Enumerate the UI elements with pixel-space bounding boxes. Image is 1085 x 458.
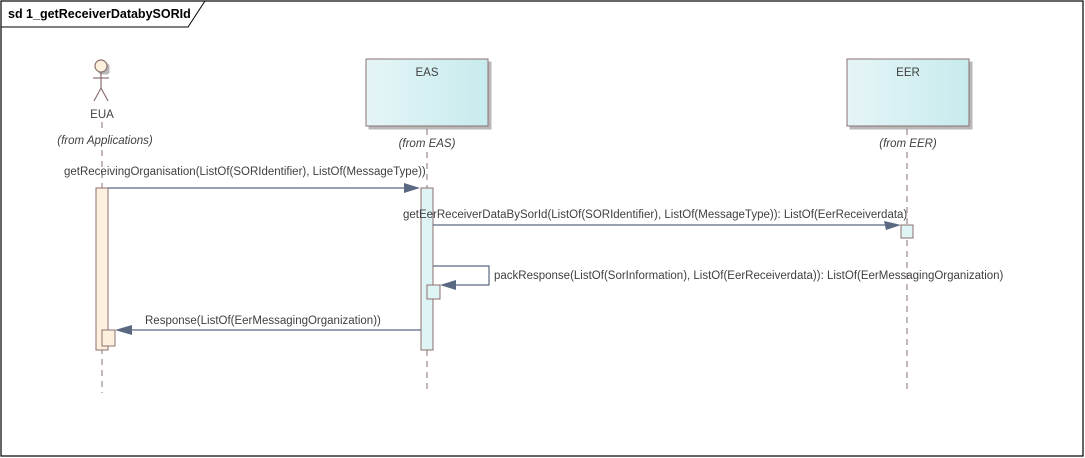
message-get-receiving-organisation[interactable]: getReceivingOrganisation(ListOf(SORIdent…: [64, 166, 426, 193]
frame-label: sd 1_getReceiverDatabySORId: [8, 7, 191, 21]
lifeline-eas[interactable]: EAS (from EAS): [365, 58, 489, 393]
message-get-eer-receiver-data[interactable]: getEerReceiverDataBySorId(ListOf(SORIden…: [403, 209, 907, 230]
lifeline-name: EER: [896, 67, 920, 79]
activation-bar-eas-nested[interactable]: [426, 284, 441, 300]
lifeline-eua[interactable]: EUA (from Applications): [57, 59, 153, 393]
component-box: [846, 58, 970, 127]
frame-label-tab: [1, 0, 206, 28]
message-pack-response[interactable]: packResponse(ListOf(SorInformation), Lis…: [433, 265, 1004, 290]
message-label: getReceivingOrganisation(ListOf(SORIdent…: [64, 166, 426, 178]
arrowhead-icon: [884, 221, 901, 230]
component-box: [365, 58, 489, 127]
lifeline-name: EUA: [90, 109, 114, 121]
message-label: Response(ListOf(EerMessagingOrganization…: [145, 315, 381, 327]
message-line: [433, 265, 490, 286]
lifeline-origin: (from Applications): [57, 135, 153, 147]
activation-bar-eua-nested[interactable]: [101, 329, 116, 347]
activation-bar-eua[interactable]: [95, 187, 109, 351]
activation-bar-eer[interactable]: [900, 224, 914, 239]
lifeline-eer[interactable]: EER (from EER): [846, 58, 970, 393]
lifeline-origin: (from EER): [879, 138, 937, 150]
message-response[interactable]: Response(ListOf(EerMessagingOrganization…: [115, 315, 421, 335]
lifeline-name: EAS: [415, 67, 438, 79]
message-label: getEerReceiverDataBySorId(ListOf(SORIden…: [403, 209, 907, 221]
activation-bar-eas[interactable]: [420, 187, 434, 351]
message-label: packResponse(ListOf(SorInformation), Lis…: [494, 270, 1004, 282]
arrowhead-icon: [440, 280, 456, 290]
lifeline-origin: (from EAS): [399, 138, 456, 150]
arrowhead-icon: [404, 183, 420, 193]
actor-icon: [93, 59, 109, 102]
arrowhead-icon: [115, 325, 132, 335]
